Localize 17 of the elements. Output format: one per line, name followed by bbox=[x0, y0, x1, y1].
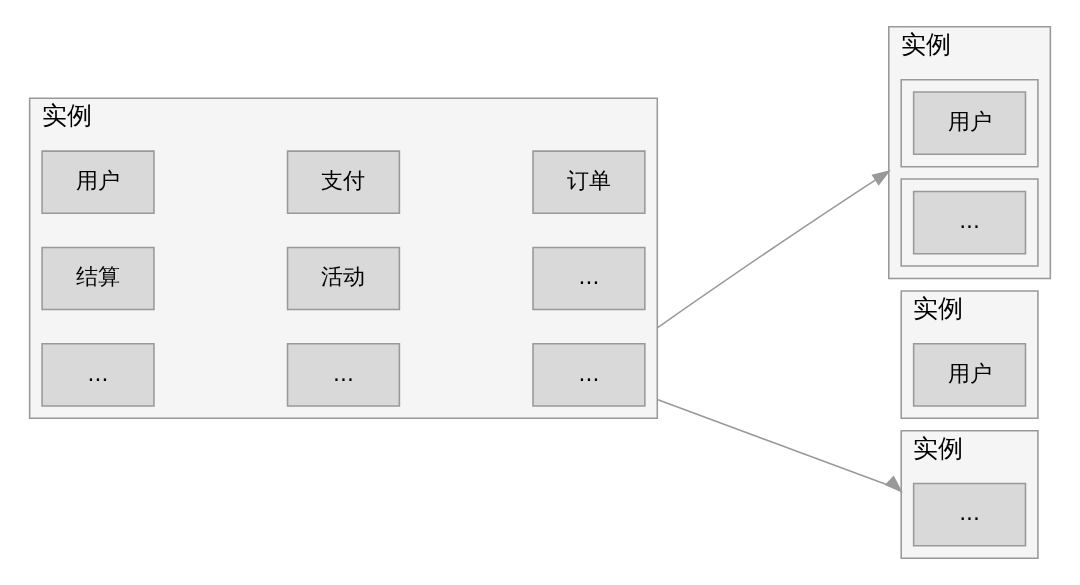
node-box: ... bbox=[532, 343, 646, 407]
node-box: ... bbox=[912, 190, 1027, 255]
node-box: ... bbox=[41, 343, 155, 407]
node-box: 订单 bbox=[532, 150, 646, 215]
node-box: 支付 bbox=[286, 150, 401, 215]
node-box: 用户 bbox=[912, 91, 1027, 155]
node-box: ... bbox=[532, 246, 646, 311]
node-box: ... bbox=[912, 482, 1027, 547]
arrow bbox=[656, 398, 903, 493]
node-box: 用户 bbox=[41, 150, 155, 215]
node-box: 结算 bbox=[41, 246, 155, 311]
cluster bbox=[900, 178, 1039, 267]
cluster bbox=[900, 78, 1039, 168]
node-box: 活动 bbox=[286, 246, 401, 311]
node-box: 用户 bbox=[912, 343, 1027, 407]
node-box: ... bbox=[286, 343, 401, 407]
arrow bbox=[656, 170, 891, 329]
